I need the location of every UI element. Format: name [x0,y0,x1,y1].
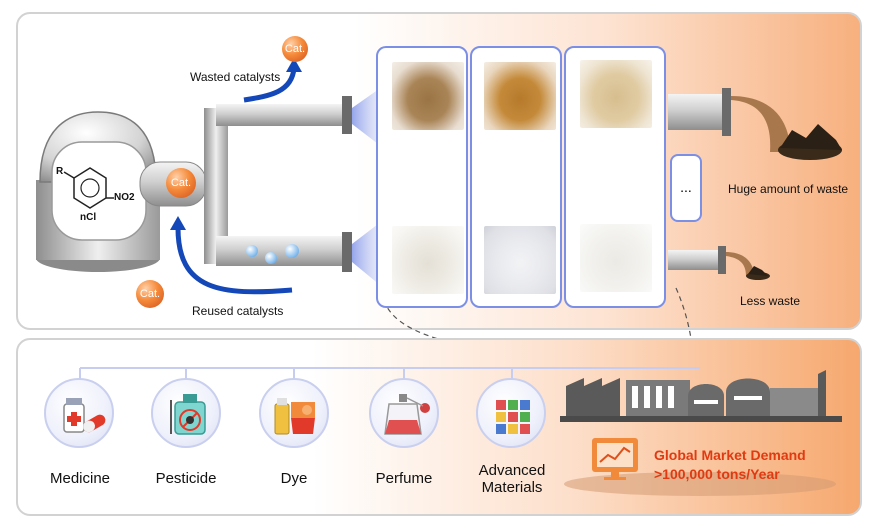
market-demand: Global Market Demand >100,000 tons/Year [654,446,806,484]
bond-r [63,171,75,179]
wasted-arrow [243,67,297,103]
upper-flange [342,96,352,134]
application-label-dye: Dye [280,470,308,487]
waste-stream-small [726,252,754,276]
waste-stream-large [731,96,790,152]
application-label-perfume: Perfume [375,470,433,487]
application-label-advanced-materials: Advanced Materials [478,462,546,496]
waste-pipe-lower [668,250,722,270]
more-samples-box: ... [670,154,702,222]
perfume-icon [369,378,439,448]
catalyst-sphere-reactor: Cat. [166,168,196,198]
pure-product-photo-1 [392,226,464,294]
molecule-no2: NO2 [114,192,135,203]
upper-pipe [216,104,346,126]
reused-catalysts-label: Reused catalysts [192,304,284,318]
wasted-catalysts-label: Wasted catalysts [190,70,281,84]
bubble [246,245,258,257]
medicine-icon [44,378,114,448]
waste-pipe-upper-flange [722,88,731,136]
catalyst-sphere-top: Cat. [282,36,308,62]
crude-product-photo-2 [484,62,556,130]
pure-product-photo-2 [484,226,556,294]
lower-flange [342,232,352,272]
chart-monitor-icon [592,438,638,480]
dye-icon [259,378,329,448]
less-waste-label: Less waste [740,294,801,308]
reused-arrow [175,227,293,295]
market-demand-value: >100,000 tons/Year [654,466,780,482]
molecule-ncl: nCl [80,212,97,223]
application-label-medicine: Medicine [49,470,111,487]
wasted-arrow-head [286,58,302,72]
waste-pile-small-top [748,266,768,276]
reused-arrow-head [170,216,186,230]
huge-waste-label: Huge amount of waste [728,182,849,196]
advanced-materials-icon [476,378,546,448]
catalyst-sphere-bottom: Cat. [136,280,164,308]
crude-product-photo-1 [392,62,464,130]
aromatic-circle [80,178,100,198]
bubble [285,244,299,258]
molecule-r: R [56,166,64,177]
waste-pipe-upper [668,94,726,130]
waste-pipe-lower-flange [718,246,726,274]
factory-icon [560,370,842,422]
crude-product-photo-3 [580,60,652,128]
application-label-pesticide: Pesticide [155,470,217,487]
lower-pipe [216,236,346,266]
market-shadow [564,472,836,496]
bubble [265,252,277,264]
market-demand-title: Global Market Demand [654,447,806,463]
pesticide-icon [151,378,221,448]
waste-pile-top [780,124,842,150]
pure-product-photo-3 [580,224,652,292]
